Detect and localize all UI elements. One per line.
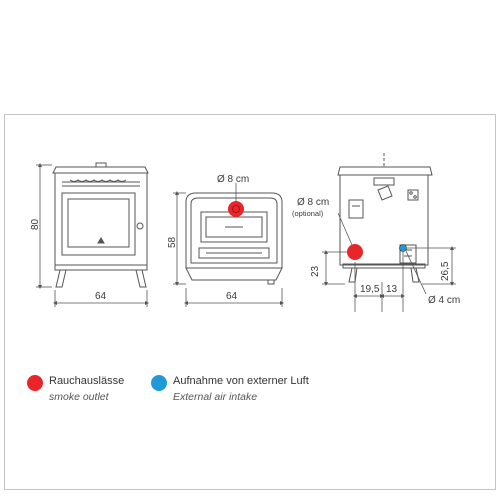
side-top-plate (337, 166, 433, 176)
side-pipe-label: Ø 8 cm (297, 197, 329, 208)
top-dimensions (173, 191, 284, 307)
front-dimensions (36, 163, 149, 307)
side-panel (348, 199, 364, 219)
front-width-label: 64 (95, 291, 107, 302)
top-smoke-outlet (228, 201, 244, 217)
drawing-frame (4, 114, 496, 490)
top-width-label: 64 (226, 291, 238, 302)
side-intake-height-label: 26,5 (440, 261, 451, 281)
side-connector (407, 189, 419, 201)
side-base (342, 263, 426, 269)
front-grille-pattern (69, 179, 127, 182)
front-leg-left (55, 269, 67, 288)
side-intake-diameter-label: Ø 4 cm (428, 295, 460, 306)
top-outer-shell (185, 192, 283, 269)
top-ashpan (198, 247, 270, 259)
top-firebox-inner (205, 216, 263, 238)
side-pipe-leader (337, 212, 353, 246)
front-grille (62, 181, 140, 187)
side-smoke-outlet (347, 244, 363, 260)
legend-label-en: smoke outlet (49, 391, 109, 403)
side-view (337, 153, 433, 283)
top-smoke-outlet-ring (232, 205, 240, 213)
front-leg-right (135, 269, 147, 288)
legend-label-de: Aufnahme von externer Luft (173, 375, 309, 387)
front-height-label: 80 (30, 218, 41, 230)
top-inner-shell (190, 197, 278, 264)
side-collar (373, 177, 395, 186)
front-door (61, 192, 136, 256)
side-body (339, 174, 429, 266)
side-baffle (377, 185, 393, 201)
front-body (54, 172, 148, 266)
front-door-glass (67, 198, 130, 248)
front-view (52, 162, 149, 288)
side-gap-label: 13 (386, 284, 398, 295)
side-intake-box (399, 244, 417, 264)
front-door-logo (97, 237, 105, 244)
smoke-outlet-swatch (27, 375, 43, 391)
front-lid (52, 166, 149, 174)
air-intake-swatch (151, 375, 167, 391)
legend-label-en: External air intake (173, 391, 258, 403)
top-height-label: 58 (167, 236, 178, 248)
front-door-handle (136, 222, 144, 230)
top-foot (267, 279, 275, 285)
side-pipe-note: (optional) (292, 209, 324, 218)
side-outlet-height-label: 23 (310, 265, 321, 277)
front-base (54, 264, 148, 271)
side-left-offset-label: 19,5 (360, 284, 380, 295)
legend-label-de: Rauchauslässe (49, 375, 125, 387)
top-base (185, 267, 283, 281)
front-top-knob (95, 162, 107, 168)
side-dimensions (322, 246, 456, 312)
side-air-intake (399, 244, 407, 252)
top-pipe-label: Ø 8 cm (217, 174, 249, 185)
side-leg-left (348, 267, 358, 283)
